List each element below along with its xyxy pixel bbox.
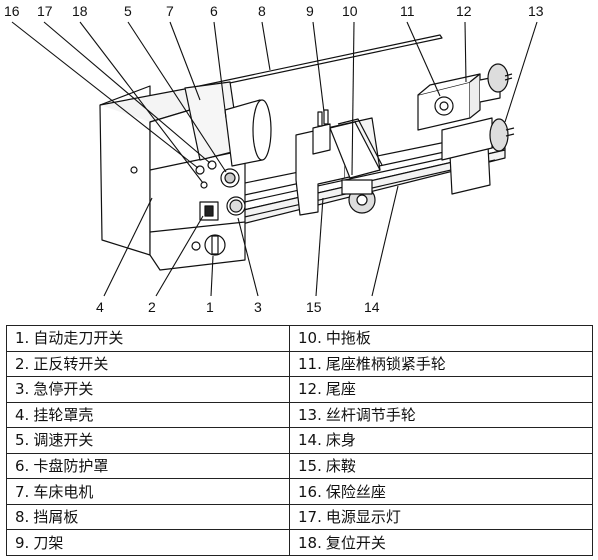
legend-cell: 16.保险丝座 [289, 478, 593, 505]
legend-label: 挂轮罩壳 [33, 405, 94, 424]
callout-7: 7 [166, 3, 174, 19]
callout-10: 10 [342, 3, 358, 19]
legend-label: 正反转开关 [33, 354, 109, 373]
legend-number: 12. [298, 380, 322, 399]
callout-11: 11 [400, 3, 415, 19]
callout-9: 9 [306, 3, 314, 19]
callout-14: 14 [364, 299, 380, 315]
legend-label: 电源显示灯 [325, 508, 401, 527]
legend-number: 6. [15, 457, 30, 475]
legend-cell: 1.自动走刀开关 [6, 325, 290, 352]
legend-cell: 12.尾座 [289, 376, 593, 403]
legend-number: 13. [298, 405, 322, 424]
legend-row: 3.急停开关 12.尾座 [6, 376, 593, 403]
legend-cell: 6.卡盘防护罩 [6, 452, 290, 480]
legend-number: 11. [298, 354, 322, 373]
legend-number: 7. [15, 482, 30, 501]
legend-number: 18. [298, 533, 322, 552]
lathe-diagram: 16 17 18 5 7 6 8 9 10 11 12 13 4 2 1 3 1… [4, 3, 544, 315]
legend-label: 复位开关 [325, 533, 386, 552]
legend-cell: 2.正反转开关 [6, 350, 290, 378]
legend-number: 3. [15, 380, 30, 399]
legend-label: 卡盘防护罩 [33, 457, 109, 475]
tailstock-lock-handwheel [434, 96, 454, 116]
legend-label: 床身 [325, 431, 356, 450]
leadscrew-handwheel-lower [489, 118, 509, 152]
callout-17: 17 [37, 3, 53, 19]
legend-row: 5.调速开关 14.床身 [6, 427, 593, 454]
callout-1: 1 [206, 299, 214, 315]
callout-3: 3 [254, 299, 262, 315]
legend-label: 调速开关 [33, 431, 94, 450]
legend-number: 17. [298, 508, 322, 527]
legend-cell: 10.中拖板 [289, 325, 593, 352]
legend-cell: 3.急停开关 [6, 376, 290, 403]
legend-label: 尾座 [325, 380, 356, 399]
legend-number: 16. [298, 482, 322, 501]
legend-label: 自动走刀开关 [33, 329, 124, 348]
callout-12: 12 [456, 3, 472, 19]
legend-row: 1.自动走刀开关 10.中拖板 [6, 325, 593, 352]
legend-number: 5. [15, 431, 30, 450]
legend-cell: 8.挡屑板 [6, 503, 290, 531]
legend-label: 挡屑板 [33, 508, 79, 527]
reset-switch [200, 181, 208, 189]
callout-6: 6 [210, 3, 218, 19]
callout-18: 18 [72, 3, 88, 19]
legend-cell: 15.床鞍 [289, 452, 593, 480]
callout-16: 16 [4, 3, 20, 19]
legend-row: 4.挂轮罩壳 13.丝杆调节手轮 [6, 401, 593, 429]
legend-label: 急停开关 [33, 380, 94, 399]
legend-label: 保险丝座 [325, 482, 386, 501]
legend-number: 14. [298, 431, 322, 450]
legend-cell: 14.床身 [289, 427, 593, 454]
legend-cell: 7.车床电机 [6, 478, 290, 505]
legend-number: 10. [298, 329, 322, 348]
legend-number: 8. [15, 508, 30, 527]
legend-cell: 13.丝杆调节手轮 [289, 401, 593, 429]
legend-cell: 5.调速开关 [6, 427, 290, 454]
legend-cell: 17.电源显示灯 [289, 503, 593, 531]
legend-row: 8.挡屑板 17.电源显示灯 [6, 503, 593, 531]
callout-2: 2 [148, 299, 156, 315]
tool-post [312, 123, 331, 155]
callout-13: 13 [528, 3, 544, 19]
callout-15: 15 [306, 299, 322, 315]
leadscrew-handwheel-upper [487, 63, 509, 93]
legend-row: 7.车床电机 16.保险丝座 [6, 478, 593, 505]
legend-number: 2. [15, 354, 30, 373]
legend-label: 刀架 [33, 533, 64, 552]
legend-row: 9.刀架 18.复位开关 [6, 529, 593, 556]
legend-row: 2.正反转开关 11. 尾座椎柄锁紧手轮 [6, 350, 593, 378]
legend-label: 床鞍 [325, 457, 356, 475]
legend-row: 6.卡盘防护罩 15.床鞍 [6, 452, 593, 480]
legend-number: 4. [15, 405, 30, 424]
callout-4: 4 [96, 299, 104, 315]
parts-legend-table: 1.自动走刀开关 10.中拖板 2.正反转开关 11. 尾座椎柄锁紧手轮 3.急… [6, 325, 593, 556]
legend-number: 9. [15, 533, 30, 552]
cross-slide [329, 121, 381, 179]
callout-8: 8 [258, 3, 266, 19]
legend-label: 尾座椎柄锁紧手轮 [325, 354, 446, 373]
legend-number: 1. [15, 329, 30, 348]
legend-cell: 4.挂轮罩壳 [6, 401, 290, 429]
legend-number: 15. [298, 457, 322, 475]
legend-label: 中拖板 [325, 329, 371, 348]
legend-cell: 11. 尾座椎柄锁紧手轮 [289, 350, 593, 378]
legend-cell: 9.刀架 [6, 529, 290, 556]
legend-cell: 18.复位开关 [289, 529, 593, 556]
callout-5: 5 [124, 3, 132, 19]
legend-label: 丝杆调节手轮 [325, 405, 416, 424]
legend-label: 车床电机 [33, 482, 94, 501]
